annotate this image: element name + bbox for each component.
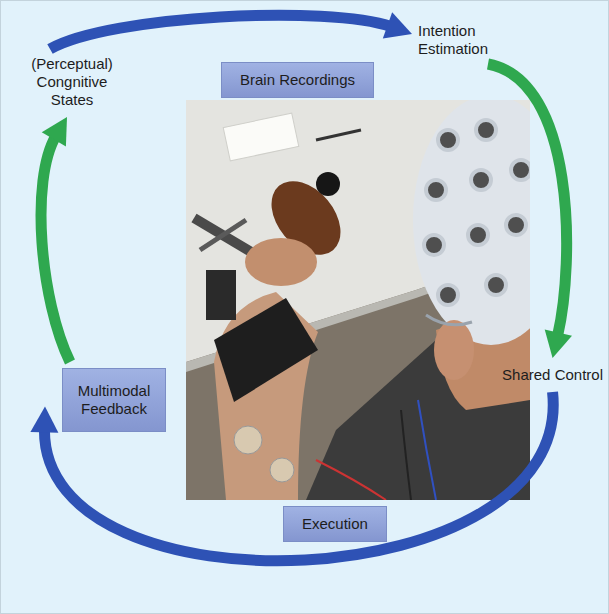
orthosis-motor [206,270,236,320]
edge-label: Brain Recordings [240,71,355,89]
bci-photo [186,100,530,500]
cap-hole [486,275,506,295]
node-text: (Perceptual) Congnitive States [22,55,122,109]
arrow-head [545,330,572,358]
orthosis-link [200,220,246,250]
cap-electrodes [424,120,530,305]
bottle-cap [316,172,340,196]
cycle-arrow [50,12,412,49]
hand [245,238,317,286]
cap-hole [471,170,491,190]
cap-hole [506,215,526,235]
cap-hole [426,180,446,200]
cap-hole [468,225,488,245]
paper-sheet [223,113,299,161]
node-text: Intention Estimation [418,22,518,58]
cap-hole [438,130,458,150]
electrode [270,458,294,482]
node-text: Shared Control [502,366,603,384]
cap-strap [426,315,472,325]
ear [434,320,474,380]
stage-box: Brain Recordings [221,62,374,98]
cycle-arrow [488,64,572,358]
electrode [234,426,262,454]
cycle-arrow [41,117,70,362]
pen [316,130,361,140]
cap-hole [424,235,444,255]
stage-text: (Perceptual) Congnitive States [22,55,122,109]
arrow-arc [50,15,391,49]
cap-hole [511,160,530,180]
arrow-arc [488,64,567,337]
edge-label: Execution [302,515,368,533]
arrow-head [30,406,58,432]
cap-hole [476,120,496,140]
stage-box: Execution [283,506,387,542]
forearm [214,292,318,500]
stage-text: Shared Control [502,366,603,384]
node-text: Multimodal Feedback [69,382,159,418]
wire [316,460,386,500]
feedback-box: Multimodal Feedback [62,368,166,432]
arrow-head [383,12,412,38]
cap-hole [438,285,458,305]
arrow-head [42,117,67,147]
wire [418,400,436,500]
wire [401,410,411,500]
stage-text: Intention Estimation [418,22,518,58]
arrow-arc [41,136,70,362]
eeg-cap [413,100,530,345]
